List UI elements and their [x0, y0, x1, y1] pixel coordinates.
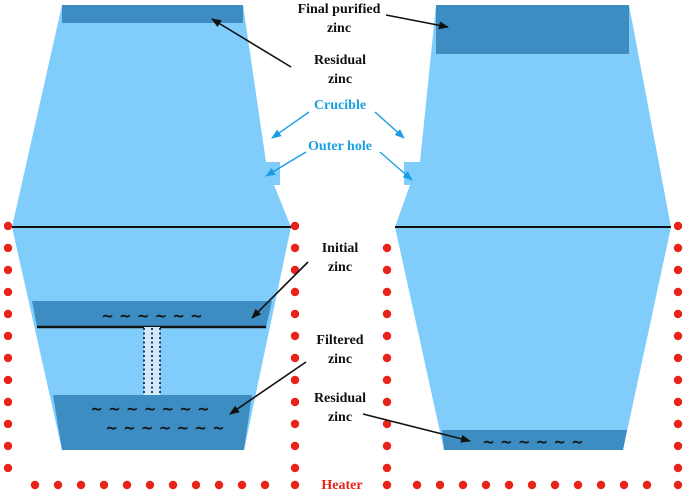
filtered-zinc-marks-row-2: ~ ~ ~ ~ ~ ~ ~ — [105, 419, 224, 437]
heater-center-left-column — [290, 221, 300, 473]
residual-zinc-marks: ~ ~ ~ ~ ~ ~ — [482, 433, 584, 451]
label-final-purified-zinc: Final purified zinc — [286, 0, 392, 38]
label-residual-zinc-top-line-2: zinc — [327, 72, 353, 87]
arrow-outer-hole-left — [265, 151, 307, 177]
label-residual-zinc-bottom-line-2: zinc — [327, 410, 353, 425]
label-residual-zinc-top-line-1: Residual — [313, 53, 367, 68]
filtered-zinc-marks-row-1: ~ ~ ~ ~ ~ ~ ~ — [90, 400, 209, 418]
arrow-final-purified-zinc — [385, 14, 449, 30]
right-crucible — [395, 5, 671, 450]
arrow-crucible-left — [271, 111, 310, 139]
heater-center-right-column — [382, 243, 392, 473]
label-final-purified-zinc-line-1: Final purified — [297, 2, 381, 17]
label-initial-zinc-line-1: Initial — [321, 241, 359, 256]
left-crucible — [12, 5, 291, 450]
arrow-filtered-zinc — [229, 361, 307, 415]
label-initial-zinc: Initial zinc — [300, 239, 380, 277]
label-outer-hole: Outer hole — [308, 139, 372, 154]
arrow-crucible-right — [374, 111, 405, 139]
label-heater: Heater — [321, 478, 363, 493]
label-filtered-zinc-line-2: zinc — [327, 352, 353, 367]
left-crucible-upper-body — [12, 5, 291, 227]
arrow-residual-zinc-bottom — [362, 413, 471, 443]
right-residual-zinc-band — [442, 430, 627, 450]
left-filtered-zinc-band — [53, 395, 252, 450]
left-crucible-top-residual-zinc-band — [62, 5, 243, 23]
label-filtered-zinc: Filtered zinc — [298, 331, 382, 369]
arrow-residual-zinc-top — [211, 18, 292, 68]
right-final-purified-zinc-band — [436, 5, 629, 54]
label-initial-zinc-line-2: zinc — [327, 260, 353, 275]
right-crucible-upper-body — [395, 5, 671, 227]
right-crucible-lower-body — [395, 227, 671, 450]
heater-right-column — [673, 221, 683, 473]
heater-bottom-row-left — [30, 480, 300, 490]
label-filtered-zinc-line-1: Filtered — [316, 333, 364, 348]
label-residual-zinc-bottom-line-1: Residual — [313, 391, 367, 406]
heater-bottom-row-right — [382, 480, 683, 490]
label-residual-zinc-bottom: Residual zinc — [300, 389, 380, 427]
label-crucible: Crucible — [313, 98, 367, 113]
left-initial-zinc-band — [32, 301, 272, 327]
arrow-initial-zinc — [251, 261, 309, 319]
arrow-outer-hole-right — [379, 151, 413, 181]
label-final-purified-zinc-line-2: zinc — [326, 21, 352, 36]
heater — [3, 221, 683, 490]
label-residual-zinc-top: Residual zinc — [296, 51, 384, 89]
heater-left-column — [3, 221, 13, 473]
initial-zinc-marks: ~ ~ ~ ~ ~ ~ — [101, 307, 203, 325]
